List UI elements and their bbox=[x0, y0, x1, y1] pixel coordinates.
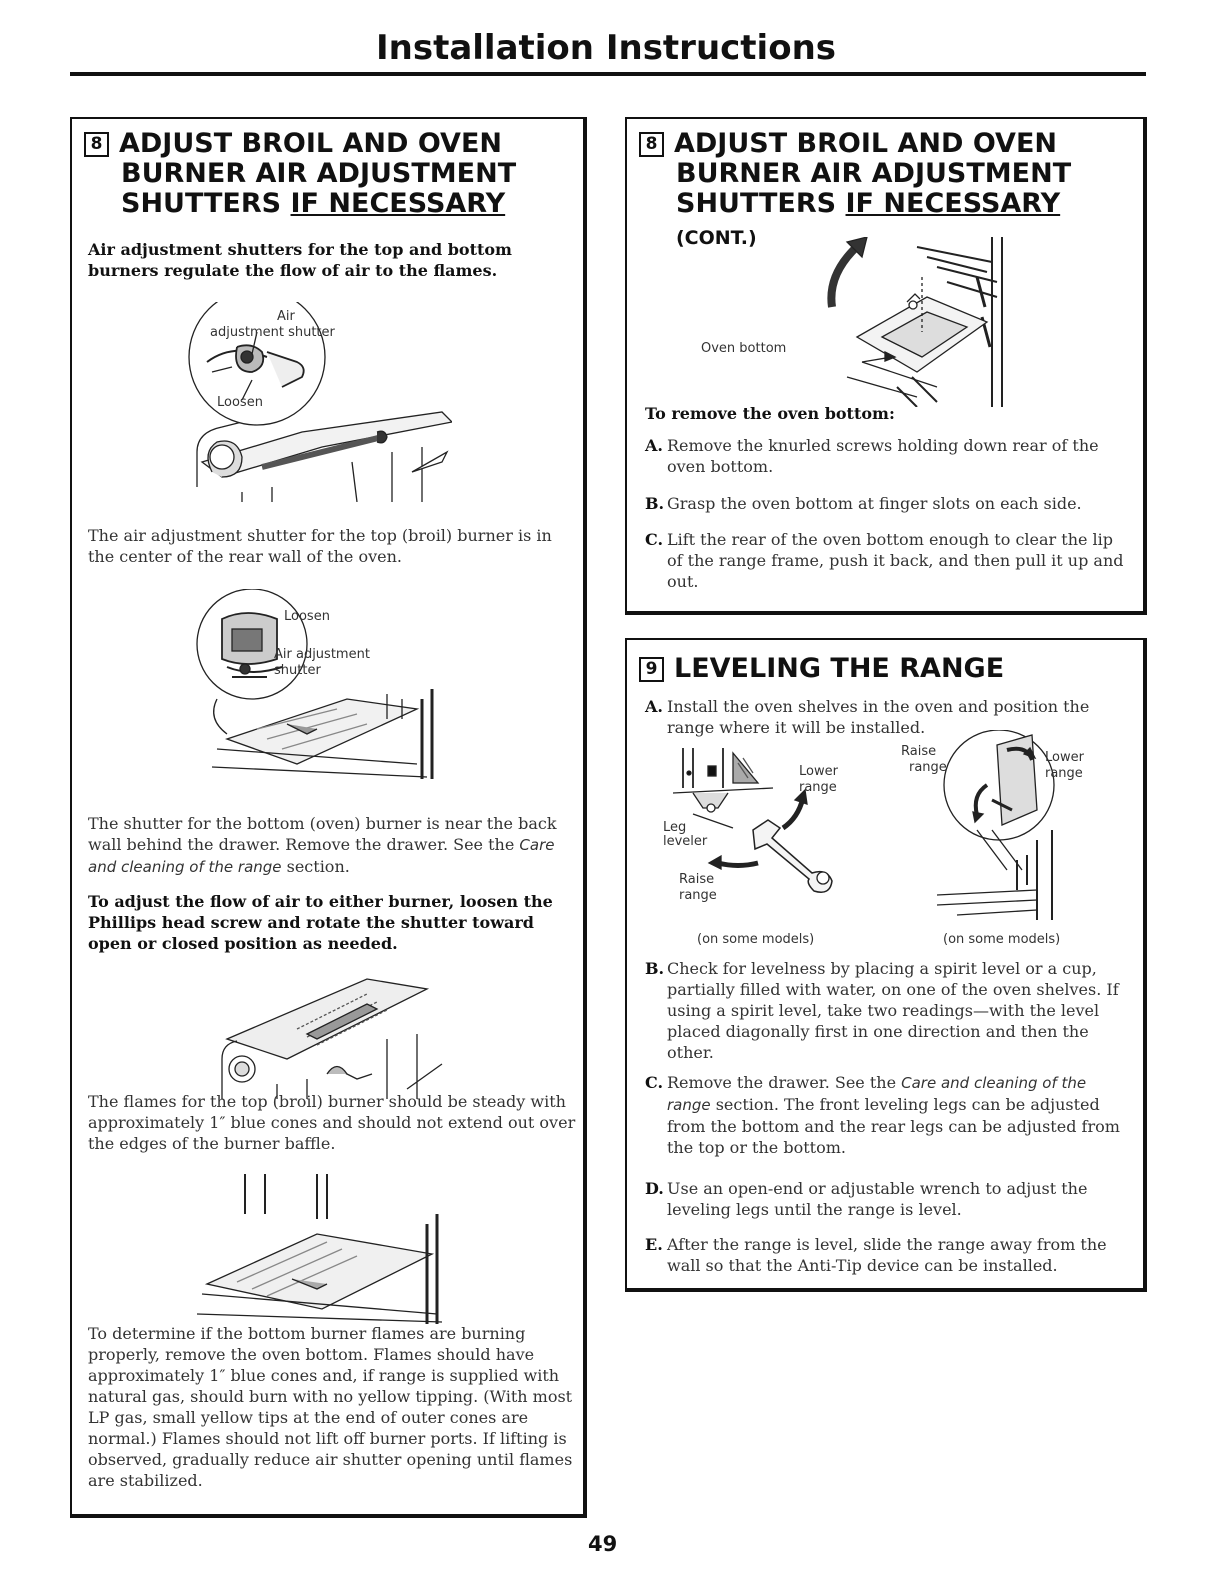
label-raise-right: Raise bbox=[901, 744, 937, 759]
label-range-right-2: range bbox=[1045, 766, 1083, 781]
note-some-models-right: (on some models) bbox=[943, 932, 1061, 947]
paragraph-top-shutter: The air adjustment shutter for the top (… bbox=[88, 526, 552, 566]
title-rule bbox=[70, 72, 1146, 76]
bottom-shutter-diagram bbox=[187, 589, 437, 779]
page-title: Installation Instructions bbox=[375, 28, 837, 68]
paragraph-bottom-flames: To determine if the bottom burner flames… bbox=[88, 1324, 573, 1490]
paragraph-adjust-flow: To adjust the flow of air to either burn… bbox=[88, 892, 553, 953]
label-oven-bottom: Oven bottom bbox=[701, 341, 787, 356]
label-lower: Lower bbox=[799, 764, 838, 779]
step-number-badge: 8 bbox=[639, 132, 664, 157]
label-shutter: shutter bbox=[274, 663, 321, 678]
label-loosen: Loosen bbox=[217, 395, 263, 410]
leveling-step-e: E.After the range is level, slide the ra… bbox=[645, 1235, 1107, 1275]
label-leveler: leveler bbox=[663, 834, 708, 849]
step-c: C.Lift the rear of the oven bottom enoug… bbox=[645, 530, 1124, 591]
label-range-right: range bbox=[909, 760, 947, 775]
leveling-step-b: B.Check for levelness by placing a spiri… bbox=[645, 959, 1119, 1062]
label-air: Air bbox=[277, 309, 295, 324]
oven-bottom-diagram bbox=[787, 237, 1017, 407]
leveling-step-c: C.Remove the drawer. See the Care and cl… bbox=[645, 1073, 1120, 1157]
note-some-models-left: (on some models) bbox=[697, 932, 815, 947]
label-loosen-2: Loosen bbox=[284, 609, 330, 624]
top-shutter-diagram bbox=[182, 302, 452, 502]
paragraph-broil-flames: The flames for the top (broil) burner sh… bbox=[88, 1092, 576, 1153]
intro-text: Air adjustment shutters for the top and … bbox=[88, 240, 512, 280]
step-b: B.Grasp the oven bottom at finger slots … bbox=[645, 494, 1082, 513]
label-adjustment-shutter: adjustment shutter bbox=[210, 325, 335, 340]
leveling-step-d: D.Use an open-end or adjustable wrench t… bbox=[645, 1179, 1088, 1219]
step-a: A.Remove the knurled screws holding down… bbox=[645, 436, 1099, 476]
step-number-badge: 8 bbox=[84, 132, 109, 157]
subhead-remove-oven-bottom: To remove the oven bottom: bbox=[645, 404, 895, 423]
leveling-step-a: A.Install the oven shelves in the oven a… bbox=[645, 697, 1090, 737]
label-lower-right: Lower bbox=[1045, 750, 1084, 765]
label-range: range bbox=[799, 780, 837, 795]
broil-flame-diagram bbox=[217, 959, 447, 1099]
label-range-2: range bbox=[679, 888, 717, 903]
rear-leveling-diagram bbox=[937, 730, 1062, 920]
paragraph-bottom-shutter: The shutter for the bottom (oven) burner… bbox=[88, 814, 557, 876]
page-number: 49 bbox=[588, 1532, 618, 1556]
step-number-badge: 9 bbox=[639, 657, 664, 682]
leg-leveler-diagram bbox=[673, 748, 883, 908]
label-raise: Raise bbox=[679, 872, 715, 887]
label-air-adjustment: Air adjustment bbox=[274, 647, 370, 662]
oven-flame-diagram bbox=[197, 1174, 442, 1324]
label-leg: Leg bbox=[663, 820, 687, 835]
